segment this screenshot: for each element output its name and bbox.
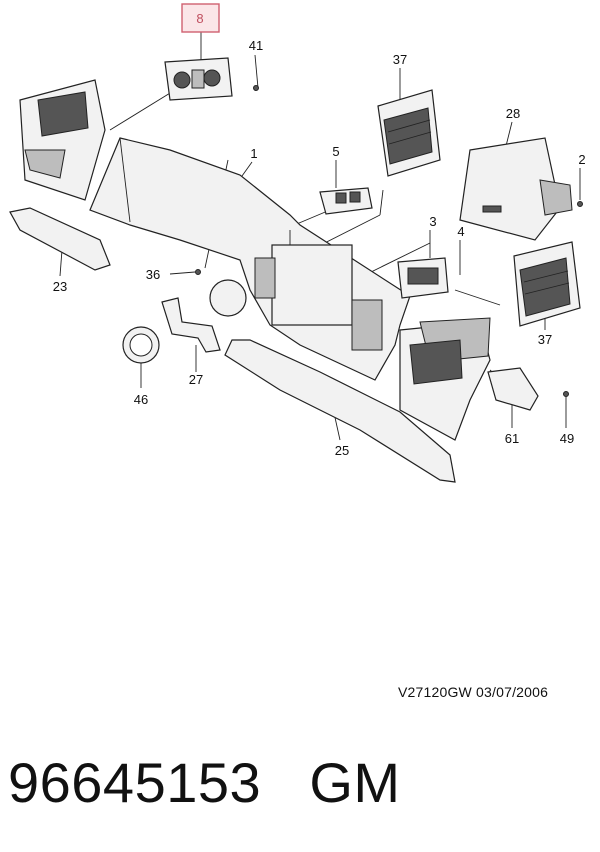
callout-37-right: 37	[538, 332, 552, 347]
exploded-parts-diagram: 8 41 37 28 1 5 2 3 4 36 23 37 27 46 25 6…	[9, 3, 586, 483]
part-1-instrument-panel	[89, 137, 411, 381]
part-5-switch	[319, 187, 373, 215]
callout-4: 4	[457, 224, 464, 239]
brand-name: GM	[309, 751, 401, 814]
callout-27: 27	[189, 372, 203, 387]
part-28-glovebox	[459, 137, 573, 241]
callout-3: 3	[429, 214, 436, 229]
part-4-module	[397, 257, 449, 299]
part-25-lower-trim	[224, 339, 456, 483]
part-23-trim-strip	[9, 207, 111, 271]
part-number-line: 96645153 GM	[8, 750, 401, 815]
callout-49: 49	[560, 431, 574, 446]
part-41-screw	[253, 85, 259, 91]
left-vent-assembly	[19, 79, 106, 201]
part-number: 96645153	[8, 751, 262, 814]
part-37-vent-right	[513, 241, 581, 327]
callout-8-highlight-box	[181, 3, 220, 33]
drawing-code: V27120GW 03/07/2006	[398, 684, 549, 700]
callout-61: 61	[505, 431, 519, 446]
part-27-bracket	[161, 297, 221, 353]
callout-28: 28	[506, 106, 520, 121]
callout-46: 46	[134, 392, 148, 407]
callout-37-top: 37	[393, 52, 407, 67]
part-37-vent-top	[377, 89, 441, 177]
callout-41: 41	[249, 38, 263, 53]
callout-5: 5	[332, 144, 339, 159]
part-36-screw	[195, 269, 201, 275]
callout-2: 2	[578, 152, 585, 167]
part-2-screw	[577, 201, 583, 207]
part-49-screw	[563, 391, 569, 397]
part-8-switch	[164, 57, 233, 101]
callout-23: 23	[53, 279, 67, 294]
part-46-ring	[122, 326, 160, 364]
callout-1: 1	[250, 146, 257, 161]
right-vent-assembly	[399, 317, 491, 441]
callout-8: 8	[196, 11, 203, 26]
callout-36: 36	[146, 267, 160, 282]
part-61-component	[487, 367, 539, 411]
callout-25: 25	[335, 443, 349, 458]
